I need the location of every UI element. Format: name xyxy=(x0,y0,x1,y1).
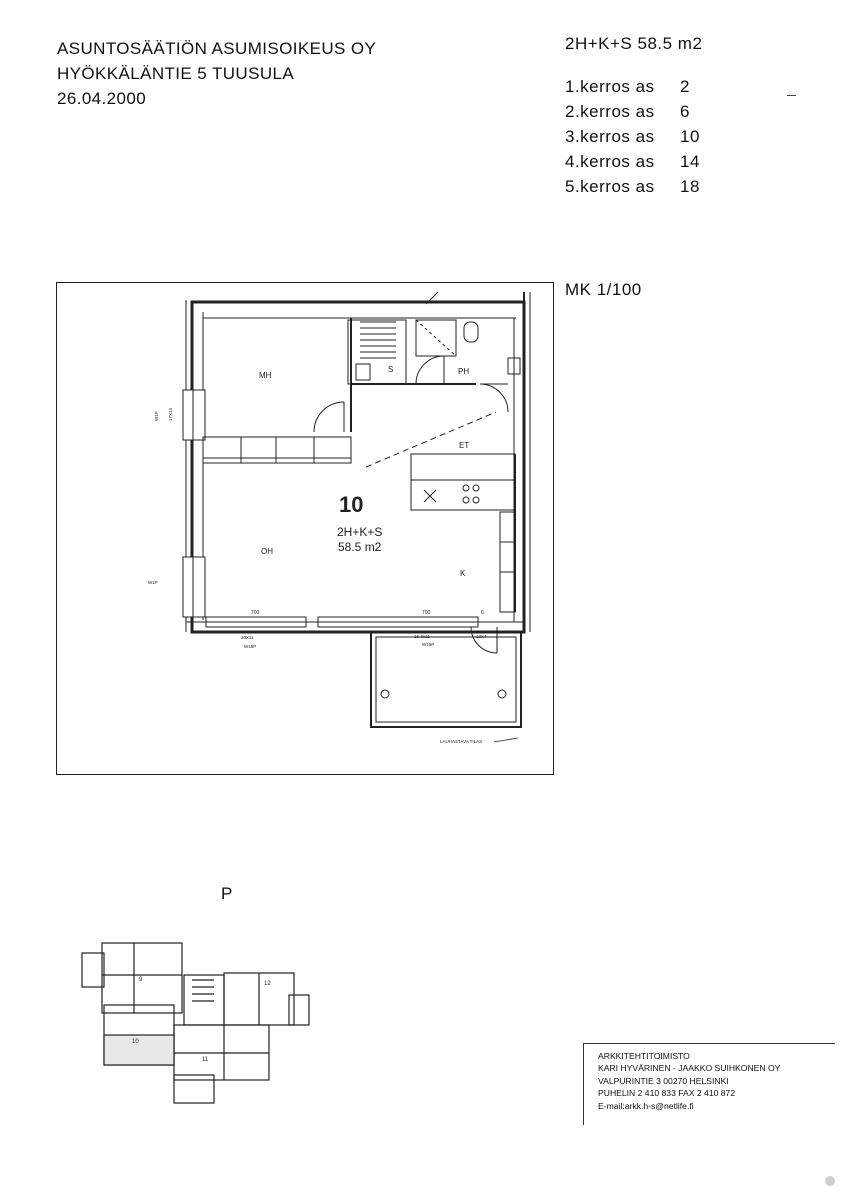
stamp-line: PUHELIN 2 410 833 FAX 2 410 872 xyxy=(598,1088,736,1099)
window-label: W1P xyxy=(154,411,159,421)
orientation-label: P xyxy=(221,884,233,903)
door-label: 12X4 xyxy=(476,634,487,639)
balcony xyxy=(370,631,522,728)
apartment-area-label: 58.5 m2 xyxy=(338,540,382,554)
unit-number: 10 xyxy=(132,1039,139,1045)
wardrobe xyxy=(202,436,352,464)
document-header: ASUNTOSÄÄTIÖN ASUMISOIKEUS OY HYÖKKÄLÄNT… xyxy=(57,36,376,111)
floor-row: 4.kerros as 14 xyxy=(565,149,702,174)
room-label-kitchen: K xyxy=(460,569,466,578)
address: HYÖKKÄLÄNTIE 5 TUUSULA xyxy=(57,64,295,83)
note-label: LAUHASTAVA TILAS xyxy=(440,739,482,744)
scale-label: MK 1/100 xyxy=(565,280,642,299)
window xyxy=(182,389,206,441)
floor-row: 2.kerros as 6 xyxy=(565,99,702,124)
building-block xyxy=(101,942,183,1014)
scan-mark xyxy=(825,1176,835,1186)
floor-label: 1.kerros as xyxy=(565,77,655,96)
floor-row: 1.kerros as 2 xyxy=(565,74,702,99)
balcony-post xyxy=(497,689,507,699)
floor-label: 3.kerros as xyxy=(565,127,655,146)
stove-ring xyxy=(472,496,480,504)
kitchen-counter xyxy=(410,453,516,481)
toilet xyxy=(463,321,479,343)
floor-label: 2.kerros as xyxy=(565,102,655,121)
kitchen-unit xyxy=(499,511,516,613)
building-block xyxy=(173,1074,215,1104)
dimension-label: 6 xyxy=(481,610,484,616)
apartment-number: 6 xyxy=(680,102,690,121)
door-swing xyxy=(425,291,439,305)
dashed-line xyxy=(365,411,497,468)
counter-line xyxy=(423,489,437,503)
apartment-type-area: 2H+K+S 58.5 m2 xyxy=(565,34,703,53)
site-key-plan: 9 12 10 11 xyxy=(81,942,310,1104)
shower-line xyxy=(415,319,457,357)
apartment-info: 2H+K+S 58.5 m2 1.kerros as 2 2.kerros as… xyxy=(565,34,702,199)
floor-plan: MH PH S ET OH K 10 2H+K+S 58.5 m2 700 70… xyxy=(148,291,531,744)
exterior-wall xyxy=(190,300,526,634)
apartment-type-label: 2H+K+S xyxy=(337,525,382,539)
window-label: 15-3x11 xyxy=(414,634,430,639)
dimension-label: 700 xyxy=(422,610,431,616)
door-swing xyxy=(313,401,345,433)
building-block xyxy=(288,994,310,1026)
window xyxy=(182,556,206,618)
unit-number: 12 xyxy=(264,981,271,987)
note-leader xyxy=(493,737,519,743)
room-label-sauna: S xyxy=(388,365,393,374)
room-label-living: OH xyxy=(261,547,273,556)
apartment-number: 14 xyxy=(680,152,700,171)
floor-row: 5.kerros as 18 xyxy=(565,174,702,199)
unit-number: 11 xyxy=(202,1057,209,1063)
balcony-inner xyxy=(375,636,517,723)
apartment-number-label: 10 xyxy=(339,492,363,517)
window-label: 20X11 xyxy=(241,635,254,640)
floor-label: 5.kerros as xyxy=(565,177,655,196)
stove-ring xyxy=(462,496,470,504)
floor-list: 1.kerros as 2 2.kerros as 6 3.kerros as … xyxy=(565,74,702,199)
room-label-bedroom: MH xyxy=(259,371,272,380)
unit-number: 9 xyxy=(139,977,143,983)
shower-area xyxy=(415,319,457,357)
balcony-post xyxy=(380,689,390,699)
company-name: ASUNTOSÄÄTIÖN ASUMISOIKEUS OY xyxy=(57,39,377,58)
building-block xyxy=(81,952,105,988)
kitchen-counter xyxy=(410,479,516,511)
stove-ring xyxy=(462,484,470,492)
building-block xyxy=(183,974,225,1026)
room-label-bathroom: PH xyxy=(458,367,469,376)
apartment-number: 2 xyxy=(680,77,690,96)
floor-label: 4.kerros as xyxy=(565,152,655,171)
sauna-stove xyxy=(355,363,371,381)
window-label: 17X14 xyxy=(168,407,173,421)
apartment-number: 18 xyxy=(680,177,700,196)
door-swing xyxy=(479,383,509,413)
door-swing xyxy=(415,355,445,385)
highlighted-unit xyxy=(103,1034,175,1066)
apartment-number: 10 xyxy=(680,127,700,146)
dash-mark xyxy=(787,95,796,96)
floor-plan-frame xyxy=(56,282,554,775)
stamp-line: ARKKITEHTITOIMISTO xyxy=(598,1051,690,1061)
window-type-label: W15P xyxy=(422,642,434,647)
stamp-line: KARI HYVÄRINEN - JAAKKO SUIHKONEN OY xyxy=(598,1063,781,1074)
sauna-bench xyxy=(347,319,407,385)
stove-ring xyxy=(472,484,480,492)
floor-row: 3.kerros as 10 xyxy=(565,124,702,149)
washbasin xyxy=(507,357,521,375)
window-label: W1P xyxy=(148,580,158,585)
architect-stamp: ARKKITEHTITOIMISTO KARI HYVÄRINEN - JAAK… xyxy=(583,1043,835,1125)
window-type-label: W15P xyxy=(244,644,256,649)
stamp-line: VALPURINTIE 3 00270 HELSINKI xyxy=(598,1075,729,1086)
stamp-email: E-mail:arkk.h-s@netlife.fi xyxy=(598,1100,694,1111)
room-label-hall: ET xyxy=(459,441,469,450)
document-date: 26.04.2000 xyxy=(57,89,147,108)
dimension-label: 700 xyxy=(251,610,260,616)
